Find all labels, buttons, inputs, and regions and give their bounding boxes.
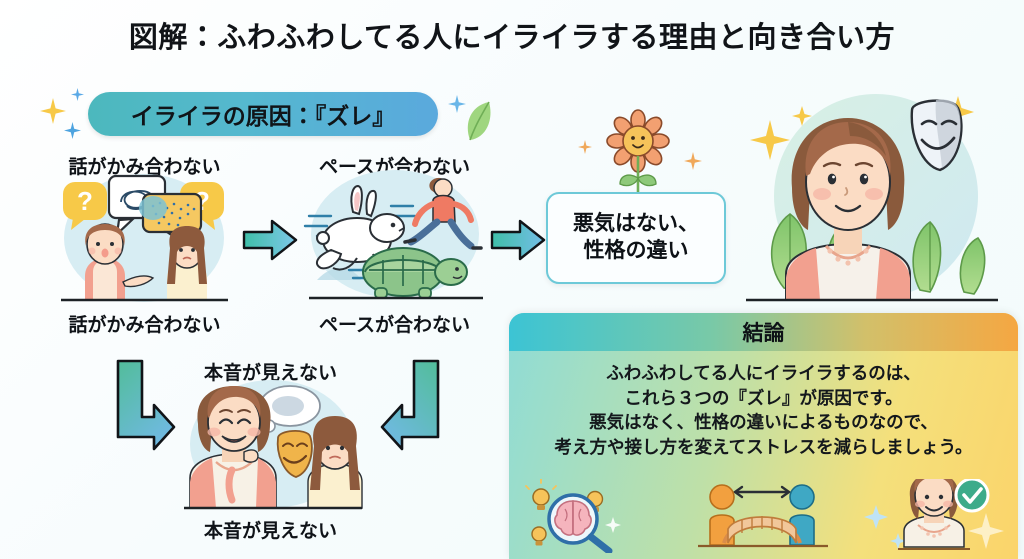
panel-2-caption-top: ペースが合わない bbox=[318, 157, 471, 178]
happy-woman-checkmark-icon bbox=[858, 469, 1008, 553]
conclusion-box: 結論 ふわふわしてる人にイライラするのは、 これら３つの『ズレ』が原因です。 悪… bbox=[509, 313, 1018, 559]
panel-1-illustration: ? ? bbox=[47, 172, 242, 307]
sparkle-orange-icon bbox=[684, 152, 702, 170]
cause-badge-label: イライラの原因：『ズレ』 bbox=[130, 103, 396, 129]
sparkle-blue-icon bbox=[64, 122, 81, 139]
panel-1-caption-top: 話がかみ合わない bbox=[68, 157, 221, 178]
callout-line-2: 性格の違い bbox=[583, 239, 689, 262]
panel-3-illustration bbox=[172, 378, 372, 516]
svg-text:?: ? bbox=[77, 186, 93, 216]
leaf-icon bbox=[464, 100, 494, 149]
brain-magnifier-lightbulb-icon bbox=[519, 478, 669, 555]
conclusion-line-1: ふわふわしてる人にイライラするのは、 bbox=[606, 363, 921, 383]
conclusion-line-3: 悪気はなく、性格の違いによるものなので、 bbox=[589, 412, 938, 432]
hero-illustration bbox=[726, 78, 1018, 306]
panel-3-caption-bottom: 本音が見えない bbox=[203, 521, 337, 542]
arrow-panel1-to-panel3 bbox=[106, 355, 178, 472]
conclusion-body: ふわふわしてる人にイライラするのは、 これら３つの『ズレ』が原因です。 悪気はな… bbox=[509, 351, 1018, 459]
conclusion-line-2: これら３つの『ズレ』が原因です。 bbox=[624, 387, 903, 408]
callout-box: 悪気はない、 性格の違い bbox=[546, 192, 726, 284]
conclusion-heading: 結論 bbox=[509, 313, 1018, 351]
two-people-bridge-icon bbox=[688, 479, 838, 553]
smiling-woman-with-theater-mask-illustration bbox=[746, 94, 998, 302]
panel-3-caption-top: 本音が見えない bbox=[203, 363, 337, 384]
page-title: 図解：ふわふわしてる人にイライラする理由と向き合い方 bbox=[128, 22, 896, 54]
conclusion-line-4: 考え方や接し方を変えてストレスを減らしましょう。 bbox=[554, 436, 973, 457]
rabbit-turtle-runner-icon bbox=[303, 170, 483, 300]
sparkle-orange-small-icon bbox=[578, 140, 592, 154]
conclusion-heading-label: 結論 bbox=[742, 322, 785, 345]
arrow-panel2-to-panel3 bbox=[378, 355, 450, 472]
callout-line-1: 悪気はない、 bbox=[573, 212, 699, 236]
sparkle-blue-small-icon bbox=[71, 88, 84, 101]
smiling-flower-icon bbox=[602, 104, 674, 199]
conclusion-icon-row bbox=[509, 469, 1018, 555]
woman-smiling-with-mask-icon bbox=[184, 380, 363, 510]
arrow-panel2-to-callout bbox=[488, 215, 548, 270]
panel-2-caption-bottom: ペースが合わない bbox=[318, 315, 471, 336]
sparkle-yellow-icon bbox=[40, 98, 66, 124]
panel-2-illustration bbox=[295, 168, 495, 308]
arrow-panel1-to-panel2 bbox=[240, 215, 300, 270]
cause-badge: イライラの原因：『ズレ』 bbox=[88, 92, 438, 136]
two-women-talking-confused-icon: ? ? bbox=[61, 174, 228, 302]
panel-1-caption-bottom: 話がかみ合わない bbox=[68, 315, 221, 336]
